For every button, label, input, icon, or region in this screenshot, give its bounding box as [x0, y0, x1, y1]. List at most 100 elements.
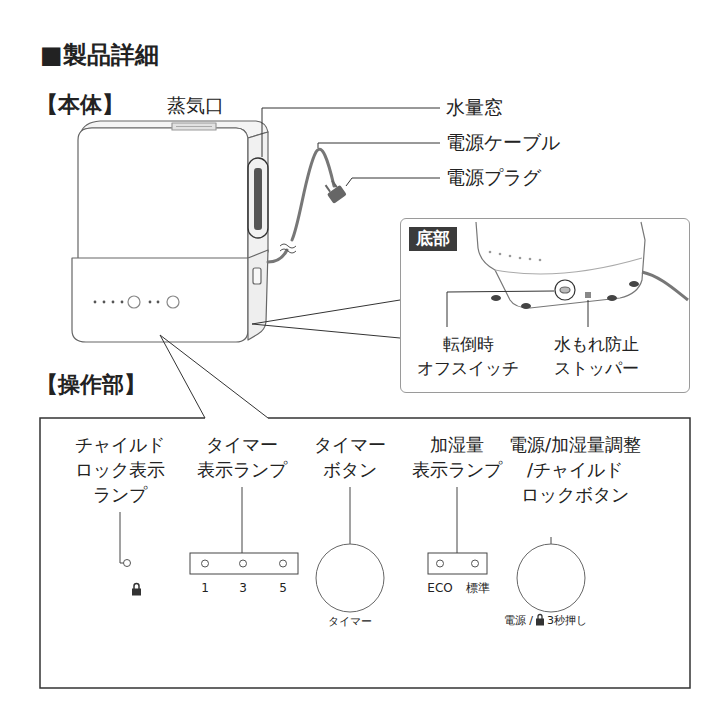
part-label: 水量窓	[446, 97, 503, 119]
text-line: ストッパー	[554, 356, 639, 380]
indicator-dot	[112, 301, 115, 304]
page-title: ■製品詳細	[40, 42, 159, 70]
section-heading: 【本体】	[36, 92, 124, 117]
leader-line	[318, 143, 440, 148]
humidity-lamp	[472, 560, 479, 567]
node-text: タイマー 表示ランプ	[197, 432, 287, 482]
tip-switch-highlight	[555, 280, 575, 300]
steam-vent	[172, 123, 216, 130]
leak-stopper	[585, 292, 591, 298]
timer-button	[316, 544, 384, 612]
text-line: 電源/加湿量調整	[509, 432, 641, 457]
lock-shackle	[538, 615, 542, 620]
lower-front	[72, 258, 248, 342]
node-text: 電源/加湿量調整 /チャイルド ロックボタン	[509, 432, 641, 507]
water-window	[254, 168, 262, 230]
timer-lamp	[240, 560, 247, 567]
node-text: チャイルド ロック表示 ランプ	[75, 432, 165, 507]
panel-leaders	[120, 487, 551, 563]
control-panel: チャイルド ロック表示 ランプタイマー 表示ランプタイマー ボタン加湿量 表示ラ…	[40, 418, 690, 688]
lock-body	[536, 619, 544, 626]
foot	[607, 295, 617, 301]
text-line: ボタン	[314, 457, 386, 482]
panel-wedge	[160, 335, 268, 418]
leader-line	[447, 291, 554, 327]
humidity-lamp-box	[428, 553, 487, 574]
cable	[268, 250, 287, 262]
lock-lamp	[124, 560, 131, 567]
panel-border	[40, 418, 690, 688]
text-line: ロック表示	[75, 457, 165, 482]
indicator-dot	[103, 301, 106, 304]
vent-hole	[539, 259, 542, 262]
window-highlight	[248, 158, 268, 238]
text-line: ロックボタン	[509, 482, 641, 507]
vent-hole	[499, 253, 502, 256]
humidifier-body	[72, 121, 268, 342]
part-label: 蒸気口	[167, 95, 224, 117]
tag-text: 底部	[416, 229, 450, 249]
leader-lines	[160, 108, 440, 418]
section-tag: 底部	[409, 227, 457, 251]
bottom-seam	[495, 258, 642, 274]
lamp-caption: 3	[239, 582, 247, 596]
text-line: チャイルド	[75, 432, 165, 457]
lamp-caption: ECO	[427, 582, 452, 596]
power-button	[517, 544, 585, 612]
humidity-lamp	[437, 560, 444, 567]
plug-prong	[331, 180, 337, 188]
text-line: ランプ	[75, 482, 165, 507]
text-line: タイマー	[197, 432, 287, 457]
button-caption: タイマー	[328, 616, 372, 629]
plug-body	[327, 185, 347, 204]
lock-icon	[132, 584, 141, 596]
leader-line	[346, 178, 440, 186]
lamp-caption: 標準	[466, 582, 490, 596]
upper-side	[248, 132, 268, 262]
leader-line	[551, 537, 552, 544]
lock-shackle	[134, 584, 139, 590]
lower-side	[248, 250, 268, 340]
power-cable	[268, 149, 334, 262]
tip-switch	[560, 287, 570, 293]
node-text: 水もれ防止 ストッパー	[554, 332, 639, 380]
indicator-dot	[149, 301, 152, 304]
text-line: 転倒時	[417, 332, 519, 356]
bottom-cable	[642, 272, 688, 300]
side-latch	[253, 268, 261, 284]
lock-body	[132, 589, 141, 596]
bottom-body	[476, 222, 645, 308]
front-controls	[94, 301, 160, 304]
section-heading: 【操作部】	[36, 372, 146, 397]
timer-lamp	[280, 560, 287, 567]
text-line: 表示ランプ	[412, 457, 502, 482]
break-mark	[280, 249, 296, 253]
panel-controls	[124, 544, 586, 612]
upper-front	[78, 128, 248, 262]
break-mark	[280, 244, 296, 248]
inset-leaders	[447, 291, 588, 327]
vent-slit	[176, 126, 212, 127]
text-line: 水もれ防止	[554, 332, 639, 356]
plug-prong	[325, 185, 331, 193]
node-text: タイマー ボタン	[314, 432, 386, 482]
front-button	[128, 296, 140, 308]
vent-hole	[509, 255, 512, 258]
part-label: 電源プラグ	[446, 167, 541, 189]
foot	[521, 303, 531, 309]
text-line: オフスイッチ	[417, 356, 519, 380]
power-plug	[322, 178, 347, 204]
lamp-caption: 5	[279, 582, 287, 596]
leader-line	[242, 487, 243, 553]
timer-lamp-box	[190, 553, 298, 574]
node-text: 転倒時 オフスイッチ	[417, 332, 519, 380]
bottom-view	[476, 222, 688, 309]
vent-hole	[519, 257, 522, 260]
text-line: /チャイルド	[509, 457, 641, 482]
leader-line	[457, 487, 458, 553]
cable-break	[280, 244, 296, 253]
foot	[629, 281, 639, 287]
node-text: 加湿量 表示ランプ	[412, 432, 502, 482]
text-line: タイマー	[314, 432, 386, 457]
